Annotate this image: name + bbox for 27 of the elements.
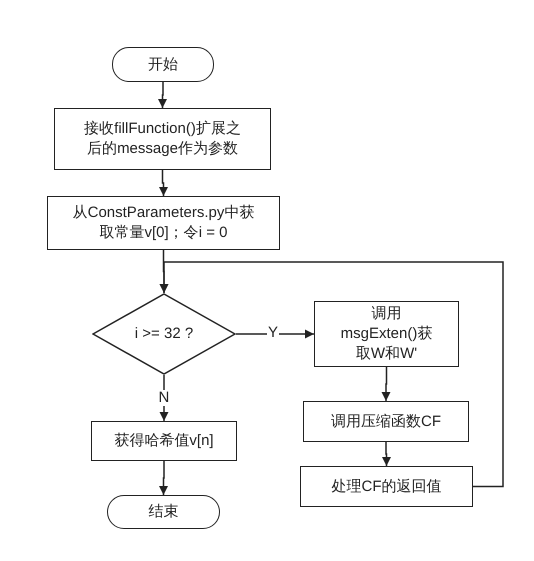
process-box bbox=[91, 421, 237, 461]
process-box bbox=[54, 108, 271, 170]
arrow bbox=[236, 330, 314, 338]
process-box bbox=[303, 401, 469, 442]
arrow bbox=[159, 170, 168, 196]
arrow bbox=[382, 367, 390, 401]
edge-label: N bbox=[158, 390, 170, 406]
node-text: 处理CF的返回值 bbox=[332, 476, 442, 496]
node-text: 调用msgExten()获取W和W' bbox=[340, 304, 434, 364]
decision-diamond bbox=[92, 293, 236, 375]
node-text: 获得哈希值v[n] bbox=[114, 431, 214, 451]
terminal-box bbox=[107, 495, 220, 529]
process-box bbox=[300, 466, 473, 507]
node-text: 开始 bbox=[148, 54, 178, 74]
process-box bbox=[47, 196, 280, 250]
node-text: 结束 bbox=[148, 502, 178, 522]
arrow bbox=[158, 82, 167, 108]
process-box bbox=[314, 301, 459, 367]
arrow bbox=[382, 442, 391, 466]
node-text: 从ConstParameters.py中获取常量v[0]；令i = 0 bbox=[72, 203, 256, 243]
node-text: 接收fillFunction()扩展之后的message作为参数 bbox=[83, 119, 242, 159]
node-text: i >= 32 ? bbox=[134, 324, 194, 344]
node-text: 调用压缩函数CF bbox=[331, 412, 441, 432]
arrow bbox=[160, 375, 168, 421]
arrow bbox=[159, 461, 168, 495]
arrow bbox=[160, 261, 504, 488]
terminal-box bbox=[112, 47, 214, 82]
